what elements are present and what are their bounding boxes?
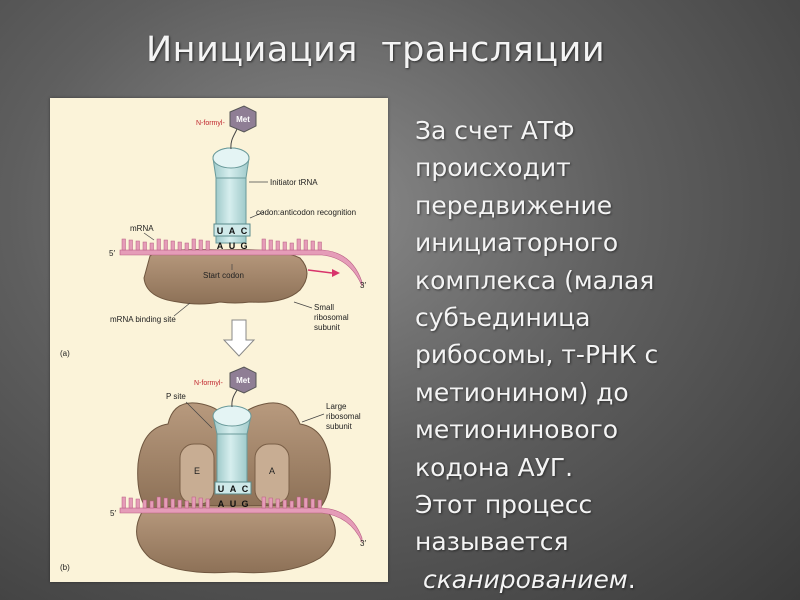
p-site-trna [212, 385, 252, 493]
body-text: За счет АТФ происходит передвижение иниц… [415, 112, 785, 598]
a-site-label: A [269, 466, 275, 476]
body-line-2: происходит [415, 153, 571, 183]
e-site-label: E [194, 466, 200, 476]
codon-b-1: A [218, 499, 225, 509]
start-codon-label: Start codon [203, 271, 244, 280]
anticodon-b-2: A [230, 484, 237, 494]
body-final-period: . [627, 564, 636, 594]
mrna-strand-b [119, 496, 363, 543]
anticodon-a-3: C [241, 226, 248, 236]
body-line-9: метионинового [415, 415, 619, 445]
large-subunit-label-3: subunit [326, 422, 353, 431]
panel-b-label: (b) [60, 563, 70, 572]
body-line-3: передвижение [415, 190, 613, 220]
body-line-10: кодона АУГ. [415, 452, 574, 482]
scanning-term: сканированием [422, 564, 628, 594]
translation-initiation-figure: U A C A U G Met N-formyl- Initiator tRNA… [50, 98, 388, 582]
body-line-1: За счет АТФ [415, 116, 575, 145]
three-prime-a: 3′ [360, 281, 366, 290]
small-subunit-shape-b [136, 505, 336, 574]
body-line-4: инициаторного [415, 228, 619, 258]
p-site-label: P site [166, 392, 186, 401]
body-line-13: сканированием. [415, 561, 785, 598]
n-formyl-label-a: N-formyl- [196, 120, 225, 127]
slide-title: Инициация трансляции [146, 30, 606, 70]
anticodon-a: U A C [213, 223, 251, 237]
five-prime-b: 5′ [110, 509, 116, 518]
anticodon-b-3: C [242, 484, 249, 494]
met-label-b: Met [236, 376, 250, 385]
met-label-a: Met [236, 115, 250, 124]
down-arrow [222, 319, 256, 357]
mrna-label: mRNA [130, 224, 154, 233]
mrna-binding-site-label: mRNA binding site [110, 315, 176, 324]
small-subunit-label-1: Small [314, 303, 334, 312]
codon-b: A U G [218, 499, 249, 509]
codon-b-2: U [230, 499, 237, 509]
body-line-8: метионином) до [415, 377, 629, 407]
panel-a: U A C A U G Met N-formyl- Initiator tRNA… [60, 105, 366, 358]
large-subunit-label-1: Large [326, 402, 347, 411]
panel-a-label: (a) [60, 349, 70, 358]
codon-b-3: G [241, 499, 248, 509]
large-subunit-label-2: ribosomal [326, 412, 361, 421]
met-hexagon-a: Met [229, 105, 257, 133]
anticodon-b: U A C [214, 481, 252, 495]
initiator-trna-label: Initiator tRNA [270, 178, 318, 187]
body-line-12: называется [415, 527, 569, 557]
codon-a-1: A [217, 241, 224, 251]
body-line-11: Этот процесс [415, 490, 593, 520]
panel-b: E A U A C A U G [60, 366, 366, 574]
codon-recognition-label: codon:anticodon recognition [256, 208, 356, 217]
codon-a-2: U [229, 241, 236, 251]
three-prime-b: 3′ [360, 539, 366, 548]
small-subunit-label-3: subunit [314, 323, 341, 332]
n-formyl-label-b: N-formyl- [194, 380, 223, 387]
small-subunit-label-2: ribosomal [314, 313, 349, 322]
mrna-strand-a [119, 238, 363, 287]
anticodon-b-1: U [218, 484, 225, 494]
codon-a-3: G [240, 241, 247, 251]
anticodon-a-1: U [217, 226, 224, 236]
figure-svg: U A C A U G Met N-formyl- Initiator tRNA… [60, 105, 366, 574]
body-line-5: комплекса (малая [415, 265, 655, 295]
codon-a: A U G [217, 241, 248, 251]
five-prime-a: 5′ [109, 249, 115, 258]
anticodon-a-2: A [229, 226, 236, 236]
body-line-6: субъединица [415, 303, 591, 333]
met-hexagon-b: Met [229, 366, 257, 394]
body-line-7: рибосомы, т-РНК с [415, 340, 659, 370]
